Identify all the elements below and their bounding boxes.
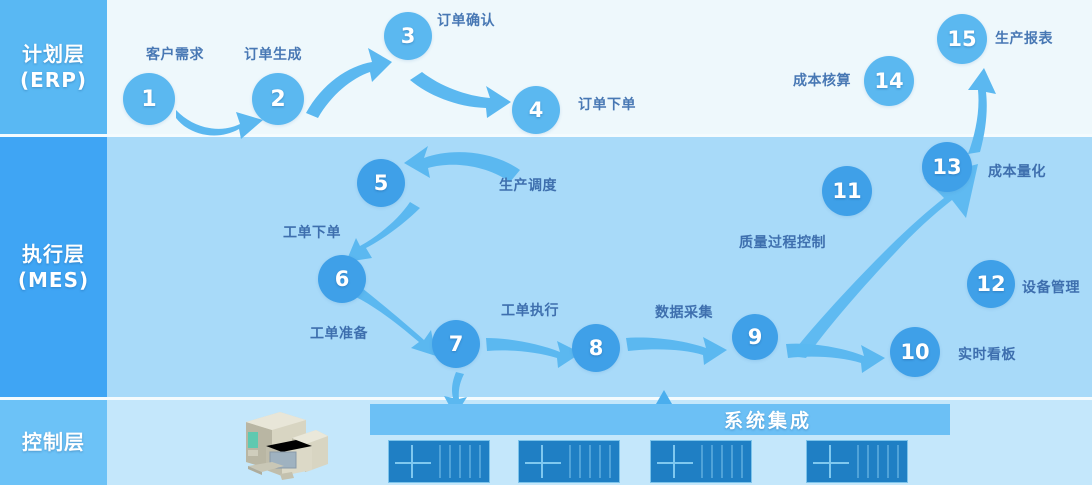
node-4-number: 4 bbox=[528, 98, 544, 122]
node-12-number: 12 bbox=[976, 272, 1006, 296]
machine-slats bbox=[849, 445, 903, 478]
node-2[interactable]: 2 bbox=[252, 73, 304, 125]
node-2-label: 订单生成 bbox=[244, 47, 302, 63]
desktop-computer-icon bbox=[236, 404, 328, 480]
machine-block bbox=[806, 440, 908, 483]
node-9-label: 数据采集 bbox=[655, 305, 713, 321]
node-12[interactable]: 12 bbox=[967, 260, 1015, 308]
node-14[interactable]: 14 bbox=[864, 56, 914, 106]
node-7-number: 7 bbox=[448, 332, 464, 356]
node-6-number: 6 bbox=[334, 267, 350, 291]
band-divider-2 bbox=[0, 397, 1092, 400]
node-4[interactable]: 4 bbox=[512, 86, 560, 134]
machine-cross-v bbox=[829, 445, 831, 478]
machine-cross-v bbox=[673, 445, 675, 478]
machine-cross-v bbox=[411, 445, 413, 478]
node-3[interactable]: 3 bbox=[384, 12, 432, 60]
node-14-label: 成本核算 bbox=[793, 73, 851, 89]
node-10-number: 10 bbox=[900, 340, 930, 364]
node-11-label: 质量过程控制 bbox=[739, 235, 826, 251]
machine-cross-h bbox=[657, 461, 693, 464]
machine-slats bbox=[561, 445, 615, 478]
node-1[interactable]: 1 bbox=[123, 73, 175, 125]
node-8[interactable]: 8 bbox=[572, 324, 620, 372]
node-9-number: 9 bbox=[747, 325, 763, 349]
node-8-label: 工单执行 bbox=[501, 303, 559, 319]
node-12-label: 设备管理 bbox=[1022, 280, 1080, 296]
machine-slats bbox=[693, 445, 747, 478]
node-1-number: 1 bbox=[141, 86, 157, 112]
machine-slats bbox=[431, 445, 485, 478]
node-2-number: 2 bbox=[270, 86, 286, 112]
node-5-label: 生产调度 bbox=[499, 178, 557, 194]
node-15[interactable]: 15 bbox=[937, 14, 987, 64]
sidebar-layer-erp-cn: 计划层 bbox=[22, 41, 85, 66]
node-14-number: 14 bbox=[874, 69, 904, 93]
node-4-label: 订单下单 bbox=[578, 97, 636, 113]
node-7-label: 工单准备 bbox=[310, 326, 368, 342]
node-13-label: 成本量化 bbox=[988, 164, 1046, 180]
sidebar-layer-mes-en: (MES) bbox=[17, 268, 90, 292]
node-5-number: 5 bbox=[373, 171, 389, 195]
node-15-number: 15 bbox=[947, 27, 977, 51]
machine-block bbox=[650, 440, 752, 483]
machine-block bbox=[388, 440, 490, 483]
node-13-number: 13 bbox=[932, 155, 962, 179]
node-6[interactable]: 6 bbox=[318, 255, 366, 303]
sidebar-layer-erp-en: (ERP) bbox=[19, 68, 87, 92]
machine-cross-v bbox=[541, 445, 543, 478]
machine-cross-h bbox=[395, 461, 431, 464]
node-11-number: 11 bbox=[832, 179, 862, 203]
node-6-label: 工单下单 bbox=[283, 225, 341, 241]
node-8-number: 8 bbox=[588, 336, 604, 360]
node-9[interactable]: 9 bbox=[732, 314, 778, 360]
sidebar-layer-mes-cn: 执行层 bbox=[22, 241, 85, 266]
node-7[interactable]: 7 bbox=[432, 320, 480, 368]
system-integration-bar: 系统集成 bbox=[370, 404, 950, 435]
node-3-label: 订单确认 bbox=[437, 13, 495, 29]
sidebar-layer-erp: 计划层 (ERP) bbox=[0, 0, 107, 134]
sidebar-layer-control-cn: 控制层 bbox=[22, 430, 85, 455]
machine-cross-h bbox=[525, 461, 561, 464]
machine-cross-h bbox=[813, 461, 849, 464]
system-integration-label: 系统集成 bbox=[723, 410, 812, 432]
node-10-label: 实时看板 bbox=[958, 347, 1016, 363]
machine-block bbox=[518, 440, 620, 483]
node-3-number: 3 bbox=[400, 24, 416, 48]
sidebar-layer-control: 控制层 bbox=[0, 400, 107, 485]
band-divider-1 bbox=[0, 134, 1092, 137]
node-10[interactable]: 10 bbox=[890, 327, 940, 377]
node-11[interactable]: 11 bbox=[822, 166, 872, 216]
node-1-label: 客户需求 bbox=[146, 47, 204, 63]
node-13[interactable]: 13 bbox=[922, 142, 972, 192]
node-5[interactable]: 5 bbox=[357, 159, 405, 207]
sidebar-layer-mes: 执行层 (MES) bbox=[0, 137, 107, 397]
node-15-label: 生产报表 bbox=[995, 31, 1053, 47]
